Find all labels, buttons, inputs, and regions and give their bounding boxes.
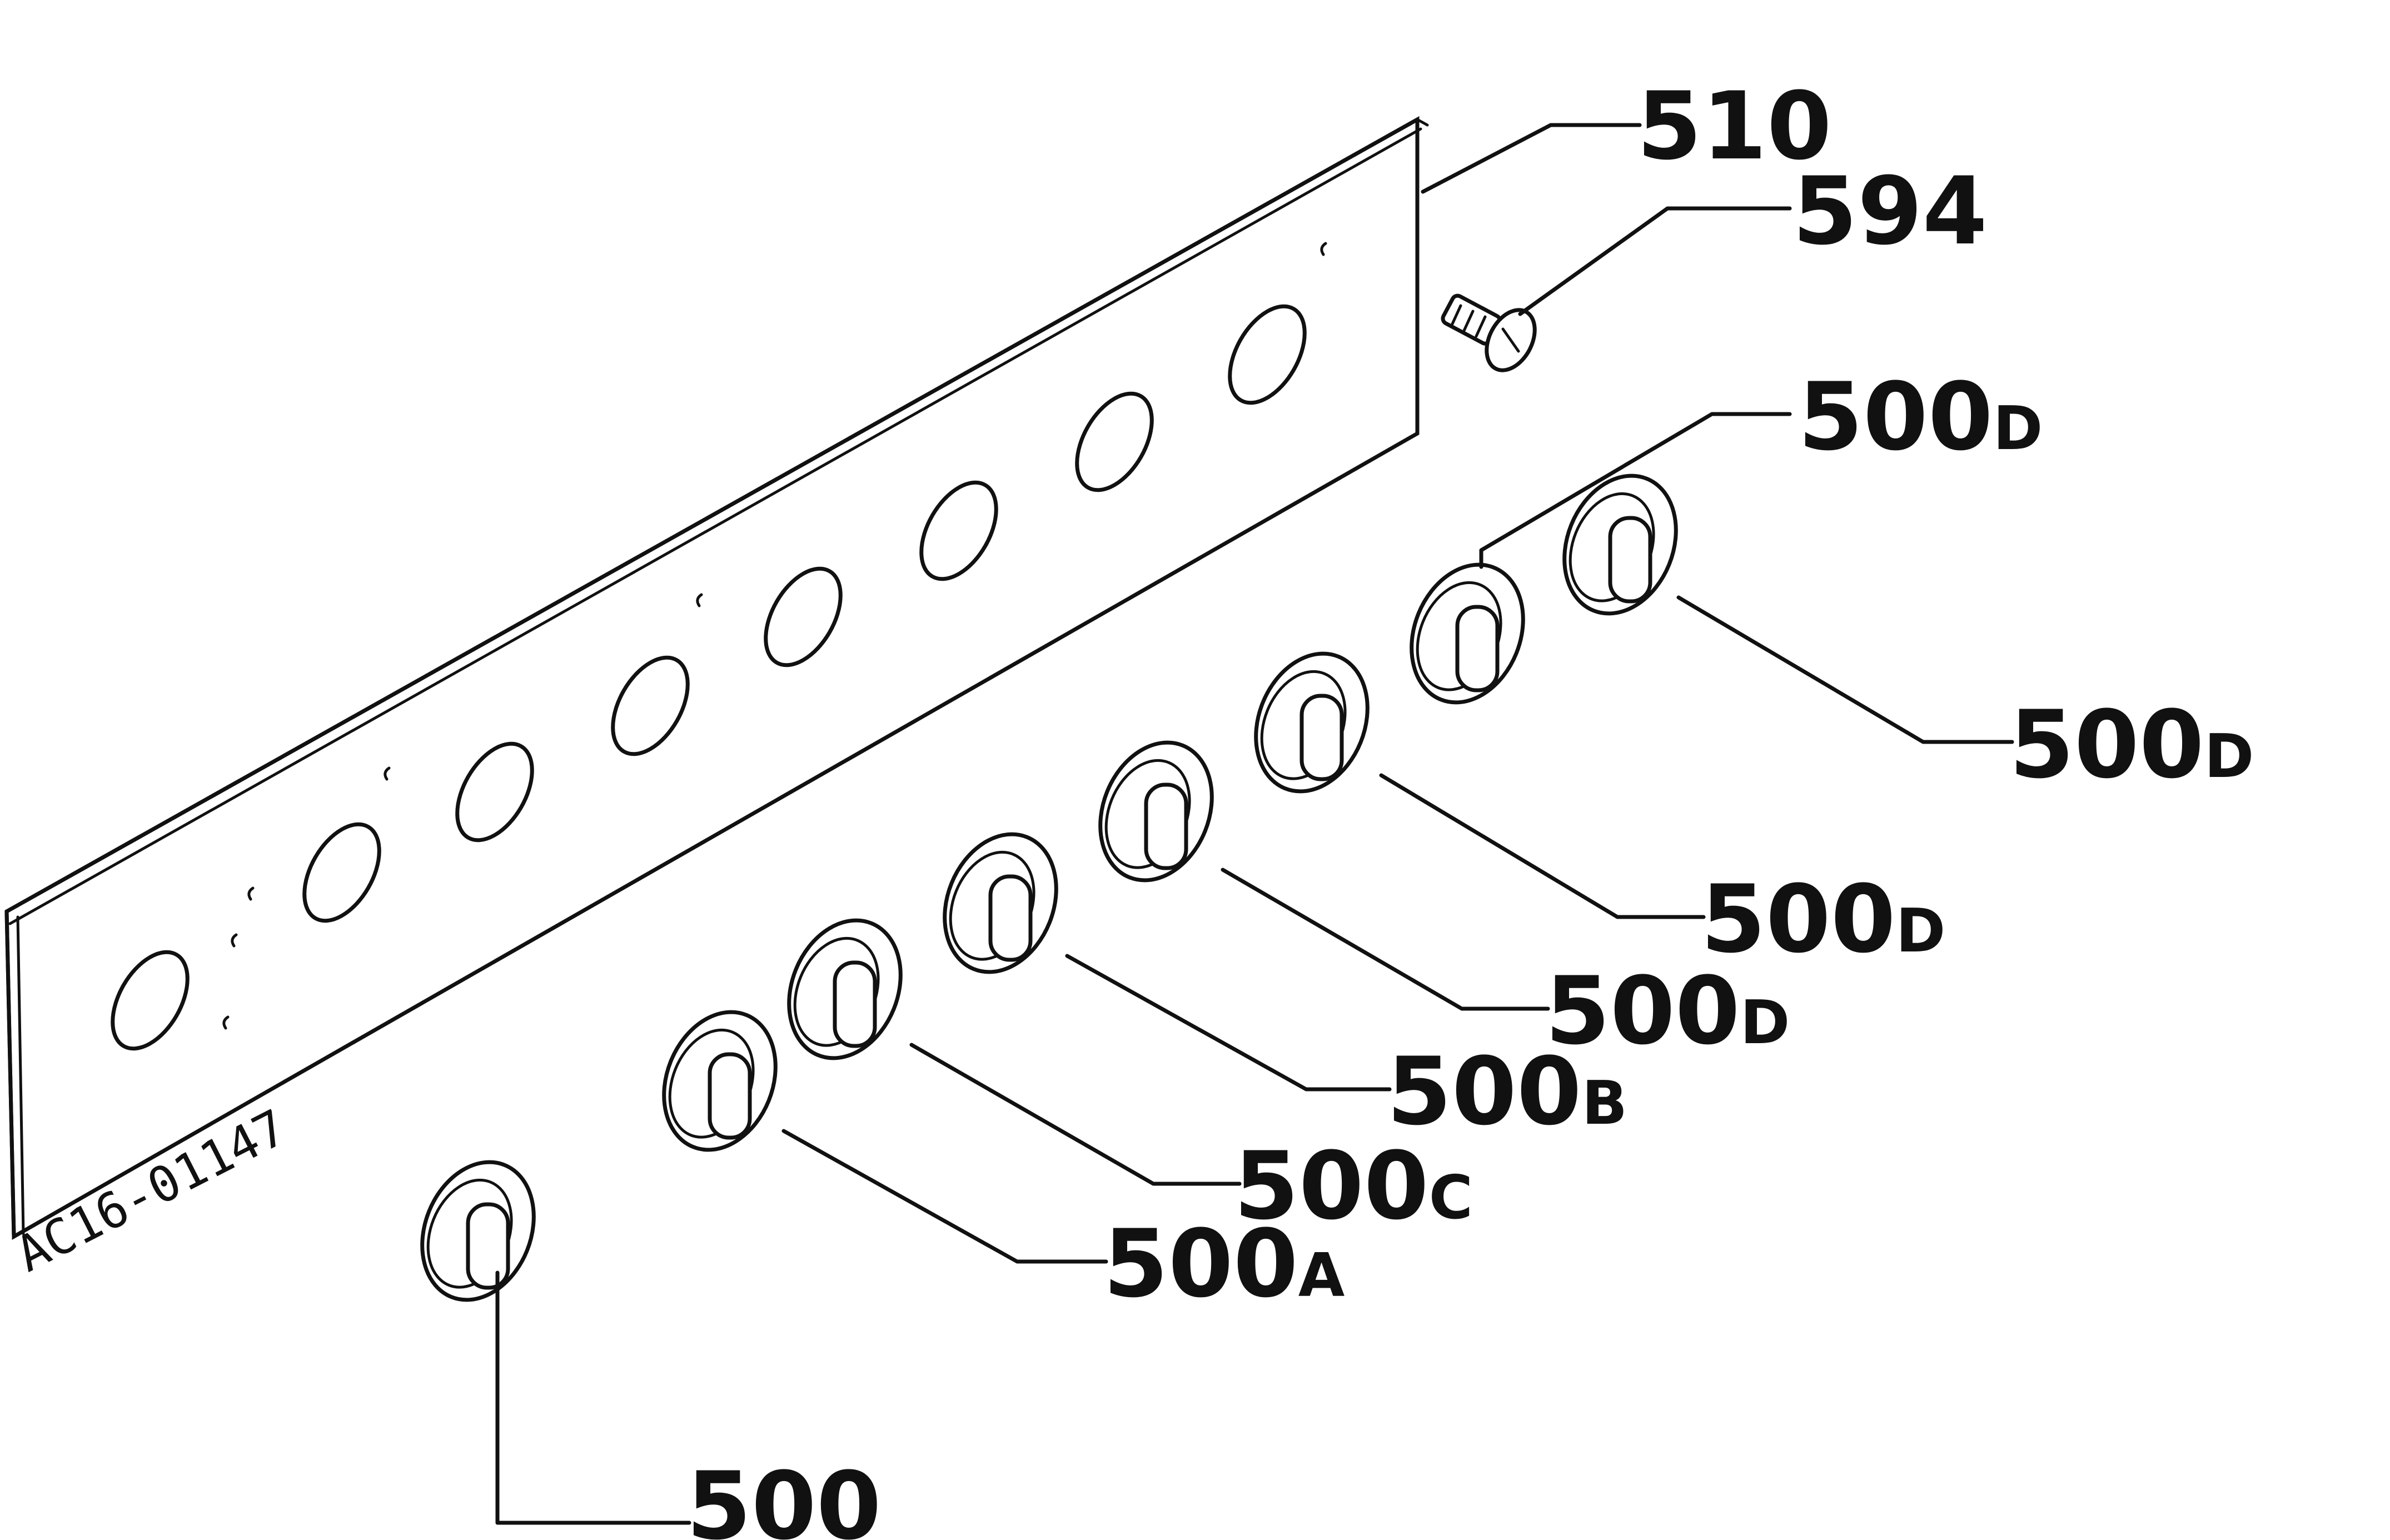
knob-500D-mid xyxy=(1254,651,1370,794)
label-500A: 500A xyxy=(1103,1209,1345,1318)
leader-500C xyxy=(909,1043,1242,1186)
knob-500 xyxy=(420,1160,536,1302)
knob-500C xyxy=(787,918,903,1060)
label-510: 510 xyxy=(1637,72,1832,181)
label-500D-low: 500D xyxy=(1545,956,1790,1065)
leader-500B xyxy=(1065,954,1392,1092)
knob-500A xyxy=(662,1010,778,1152)
knob-500D-right xyxy=(1562,474,1678,616)
leader-500D-right xyxy=(1676,595,2014,744)
leader-500D-top xyxy=(1479,412,1792,569)
knob-500D-top xyxy=(1410,562,1525,705)
label-500B: 500B xyxy=(1387,1037,1627,1146)
label-500: 500 xyxy=(686,1452,882,1540)
label-500C: 500C xyxy=(1234,1132,1473,1240)
screw xyxy=(1441,293,1537,372)
panel-knob-holes xyxy=(111,304,1307,1051)
label-500D-mid: 500D xyxy=(1701,865,1945,974)
label-500D-top: 500D xyxy=(1798,362,2043,471)
leader-500D-low xyxy=(1221,868,1550,1011)
knob-500D-low xyxy=(1098,740,1214,883)
control-panel xyxy=(4,116,1429,1240)
leader-510 xyxy=(1421,123,1642,194)
knobs xyxy=(420,474,1678,1302)
leader-500 xyxy=(495,1270,691,1525)
leader-500D-mid xyxy=(1379,773,1706,919)
leader-lines xyxy=(495,123,2014,1525)
knob-500B xyxy=(943,832,1058,974)
label-594: 594 xyxy=(1793,157,1988,266)
leader-594 xyxy=(1518,206,1792,316)
panel-small-marks xyxy=(222,242,1327,1030)
part-labels: 510 594 500D 500D 500D 500D 500B 500C 50… xyxy=(686,72,2254,1540)
label-500D-right: 500D xyxy=(2009,690,2254,799)
leader-500A xyxy=(781,1129,1108,1264)
